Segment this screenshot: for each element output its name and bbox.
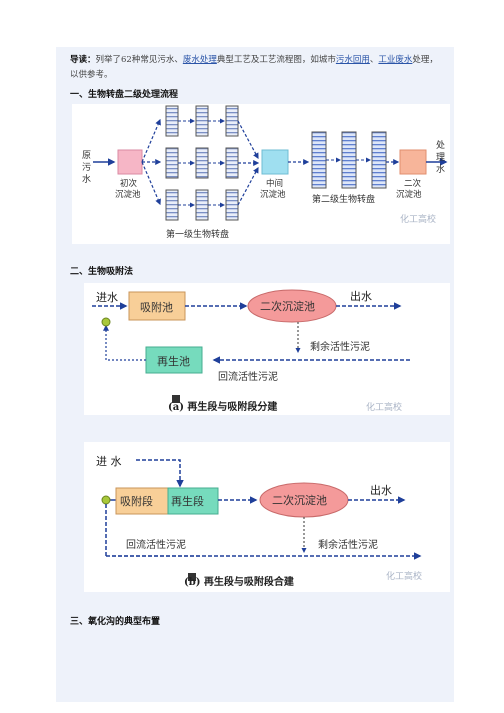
svg-text:理: 理 <box>436 152 445 163</box>
adsorption-section-box <box>115 487 169 515</box>
regeneration-tank-label: 再生池 <box>157 354 190 368</box>
inflow-label: 进水 <box>96 291 118 304</box>
section2-heading: 二、生物吸附法 <box>70 267 134 277</box>
stage1-label: 第一级生物转盘 <box>166 228 229 240</box>
junction-node <box>101 317 111 327</box>
intro-text: 以供参考。 <box>70 70 113 80</box>
adsorption-tank-label: 吸附池 <box>140 300 173 314</box>
diagram-rotating-disc: 原 污 水 初次 沉淀池 <box>72 104 450 244</box>
primary-clarifier-box <box>117 149 143 175</box>
adsorption-section-label: 吸附段 <box>120 494 153 508</box>
middle-clarifier-label: 中间 <box>266 178 283 189</box>
svg-text:沉淀池: 沉淀池 <box>115 189 141 200</box>
treated-water-label: 处 <box>436 139 445 151</box>
primary-clarifier-label: 初次 <box>120 178 138 189</box>
excess-sludge-label-b: 剩余活性污泥 <box>318 538 378 551</box>
regeneration-section-box <box>167 487 219 515</box>
middle-clarifier-box <box>261 149 289 175</box>
raw-water-label: 原 <box>82 150 91 161</box>
junction-node-b <box>101 495 111 505</box>
regeneration-tank-box <box>145 346 203 374</box>
section3-heading: 三、氧化沟的典型布置 <box>70 617 161 627</box>
stage1-discs <box>165 105 239 221</box>
intro-paragraph: 导读：列举了62种常见污水、废水处理典型工艺及工艺流程图，如城市污水回用、工业废… <box>70 53 450 83</box>
excess-sludge-label: 剩余活性污泥 <box>310 340 370 353</box>
watermark-1: 化工高校 <box>400 213 436 225</box>
caption-a: (a) 再生段与吸附段分建 <box>168 400 278 413</box>
intro-text: 、 <box>369 55 379 65</box>
secondary-clarifier-label: 二次 <box>404 178 422 189</box>
intro-text: 列举了62种常见污水、 <box>95 55 183 65</box>
caption-b: (b) 再生段与吸附段合建 <box>184 575 295 588</box>
clarifier-label-b: 二次沉淀池 <box>272 493 327 507</box>
intro-lead: 导读： <box>70 55 96 65</box>
svg-text:水: 水 <box>82 173 91 185</box>
svg-text:污: 污 <box>82 161 91 173</box>
clarifier-label: 二次沉淀池 <box>260 299 315 313</box>
intro-text: 典型工艺及工艺流程图，如城市 <box>216 55 336 65</box>
stage2-label: 第二级生物转盘 <box>312 193 375 205</box>
outflow-label: 出水 <box>350 289 372 303</box>
watermark-3: 化工高校 <box>386 570 422 582</box>
stage2-discs <box>311 131 387 189</box>
diagram-adsorption-b: 进 水 吸附段 再生段 二次沉淀池 出水 剩余活性污泥 回流活性污泥 (b) 再… <box>84 442 450 592</box>
section1-heading: 一、生物转盘二级处理流程 <box>70 90 179 100</box>
intro-text: 处理， <box>412 55 438 65</box>
adsorption-tank-box <box>128 291 186 321</box>
diagram-adsorption-a: 进水 吸附池 二次沉淀池 出水 剩余活性污泥 再生池 回流活性污泥 (a) 再生… <box>84 283 450 415</box>
outflow-label-b: 出水 <box>370 483 392 497</box>
regeneration-section-label: 再生段 <box>171 494 204 508</box>
svg-text:水: 水 <box>436 163 445 175</box>
link-industrial-wastewater[interactable]: 工业废水 <box>378 55 413 65</box>
return-sludge-label: 回流活性污泥 <box>218 370 278 383</box>
return-sludge-label-b: 回流活性污泥 <box>126 538 186 551</box>
svg-text:沉淀池: 沉淀池 <box>260 189 286 200</box>
link-wastewater-treatment[interactable]: 废水处理 <box>182 55 217 65</box>
diagram2b-bg <box>84 442 450 592</box>
watermark-2: 化工高校 <box>366 401 402 413</box>
svg-text:沉淀池: 沉淀池 <box>396 189 422 200</box>
inflow-label-b: 进 水 <box>96 455 122 468</box>
secondary-clarifier-box <box>399 149 427 175</box>
link-wastewater-reuse[interactable]: 污水回用 <box>335 55 370 65</box>
